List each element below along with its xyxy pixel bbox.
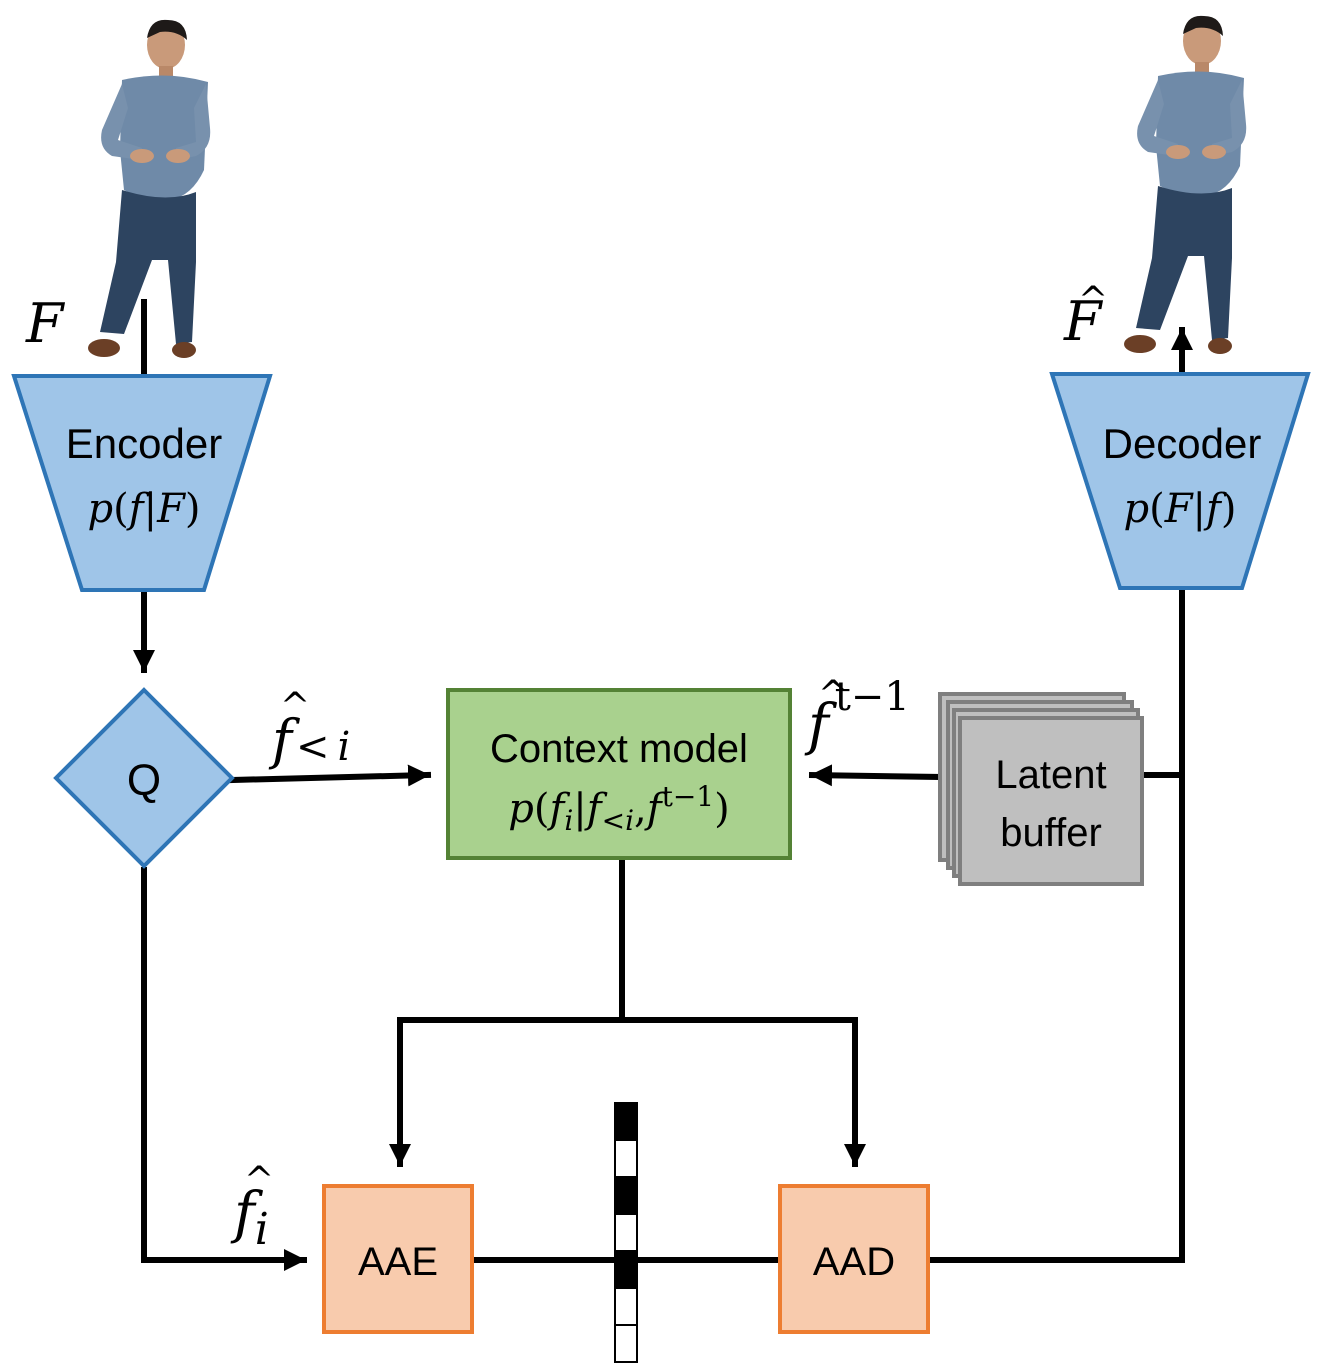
context-split-wire <box>397 1017 858 1165</box>
output-person-figure <box>1124 15 1247 354</box>
label-f-hat-lt-i: f<i ^ <box>268 686 350 771</box>
decoder-title: Decoder <box>1103 420 1262 467</box>
aad-label: AAD <box>813 1240 895 1284</box>
bitstream-cell <box>614 1213 638 1252</box>
svg-text:ft−1: ft−1 <box>804 674 910 758</box>
input-person-figure <box>88 19 211 358</box>
bitstream-cell <box>614 1102 638 1141</box>
context-model-title: Context model <box>490 727 748 771</box>
bitstream-cell <box>614 1250 638 1289</box>
bitstream-cell <box>614 1287 638 1326</box>
label-f-hat-i: fi ^ <box>230 1160 274 1255</box>
latent-buffer-line2: buffer <box>1000 811 1102 855</box>
quantizer-block: Q <box>53 687 235 869</box>
encoder-block: Encoder p(f|F) <box>11 374 273 592</box>
input-label-F: F <box>25 292 66 355</box>
encoder-formula: p(f|F) <box>88 486 201 532</box>
bitstream-cell <box>614 1176 638 1215</box>
svg-text:^: ^ <box>818 674 848 715</box>
latent-buffer-block: Latent buffer <box>938 692 1144 886</box>
bitstream-cell <box>614 1139 638 1178</box>
buffer-to-context-arrow <box>808 764 944 787</box>
svg-text:F: F <box>1063 290 1104 353</box>
aad-block: AAD <box>778 1184 930 1334</box>
latent-buffer-line1: Latent <box>995 753 1106 797</box>
aae-block: AAE <box>322 1184 474 1334</box>
bitstream <box>614 1102 638 1363</box>
q-to-context-arrow <box>228 764 432 787</box>
svg-text:^: ^ <box>280 686 310 727</box>
decoder-block: Decoder p(F|f) <box>1049 372 1311 590</box>
bitstream-cell <box>614 1324 638 1363</box>
output-label-Fhat: F ^ <box>1063 280 1108 353</box>
quantizer-label: Q <box>127 756 161 805</box>
decoder-formula: p(F|f) <box>1124 486 1237 532</box>
aae-label: AAE <box>358 1240 438 1284</box>
q-to-aae-wire <box>141 867 303 1263</box>
encoder-title: Encoder <box>66 420 222 467</box>
svg-text:^: ^ <box>1078 280 1108 321</box>
svg-text:^: ^ <box>244 1160 274 1201</box>
context-model-formula: p(fi|f<i,ft−1) <box>508 780 729 837</box>
aad-to-decoder-wire <box>927 589 1185 1263</box>
context-model-block: Context model p(fi|f<i,ft−1) <box>446 688 792 860</box>
